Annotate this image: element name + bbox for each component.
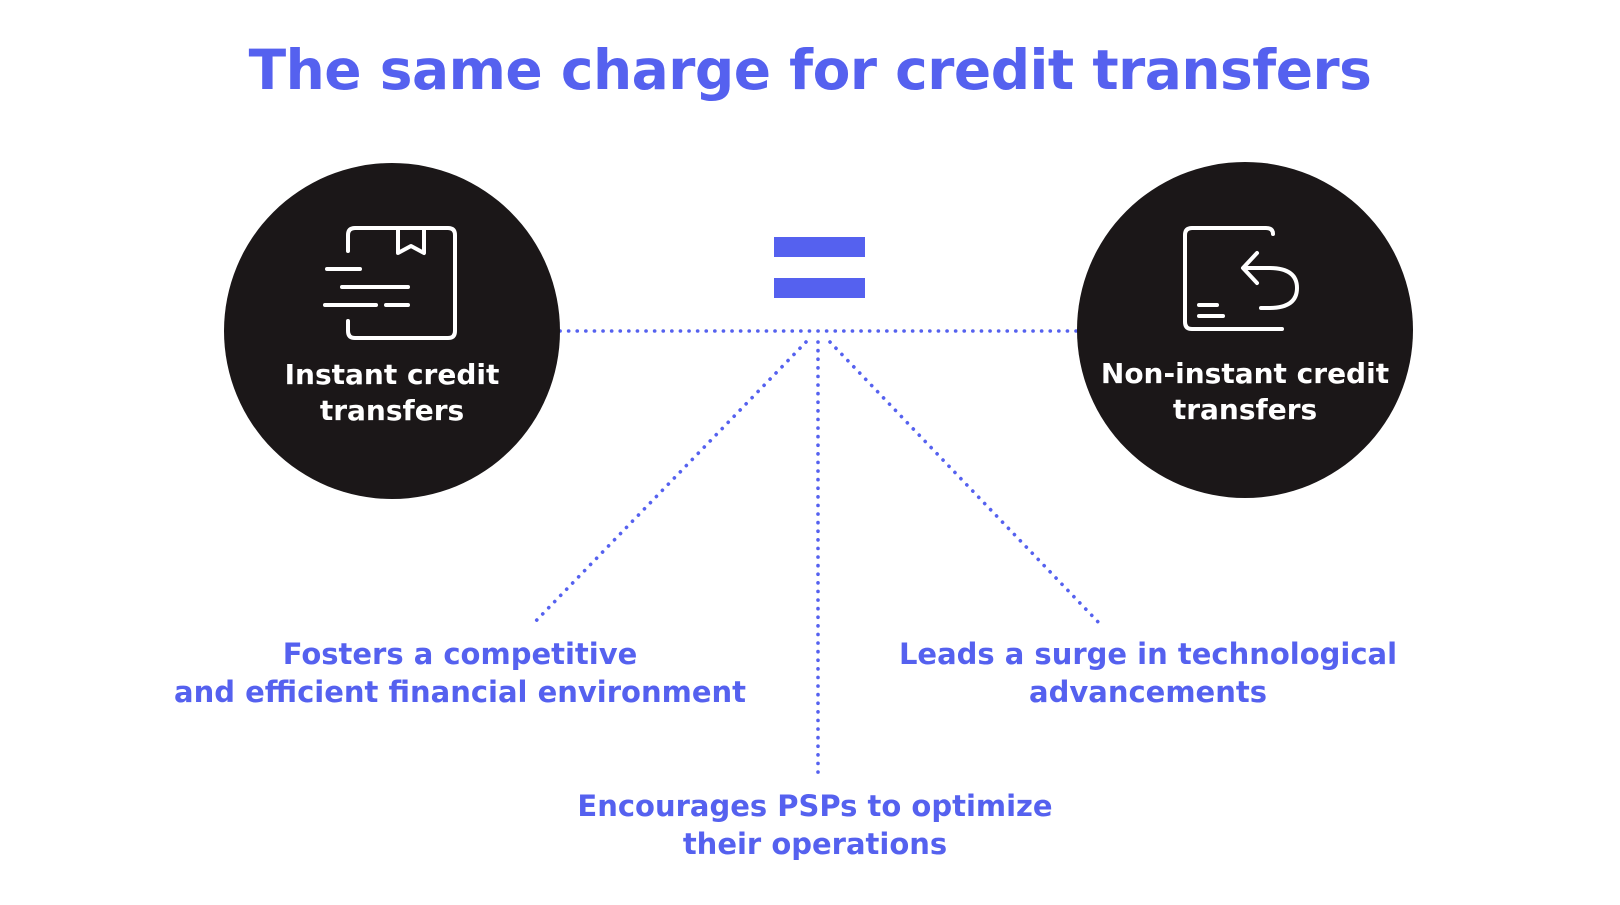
connector-to-benefit-3 bbox=[828, 340, 1103, 627]
package-speed-icon bbox=[323, 226, 457, 340]
card-return-icon bbox=[1183, 226, 1299, 331]
equals-icon-lower-bar bbox=[774, 278, 865, 298]
non-instant-transfers-label: Non-instant credit transfers bbox=[1100, 357, 1390, 426]
equals-icon bbox=[774, 237, 865, 257]
connector-to-benefit-1 bbox=[530, 340, 808, 627]
diagram-title: The same charge for credit transfers bbox=[248, 38, 1372, 102]
instant-transfers-node: Instant credit transfers bbox=[224, 163, 560, 499]
benefit-optimize-operations: Encourages PSPs to optimize their operat… bbox=[577, 789, 1053, 861]
benefit-technological-advancements: Leads a surge in technological advanceme… bbox=[898, 637, 1398, 709]
instant-transfers-label: Instant credit transfers bbox=[284, 358, 500, 427]
non-instant-transfers-node: Non-instant credit transfers bbox=[1077, 162, 1413, 498]
benefit-competitive-environment: Fosters a competitive and efficient fina… bbox=[174, 637, 746, 709]
